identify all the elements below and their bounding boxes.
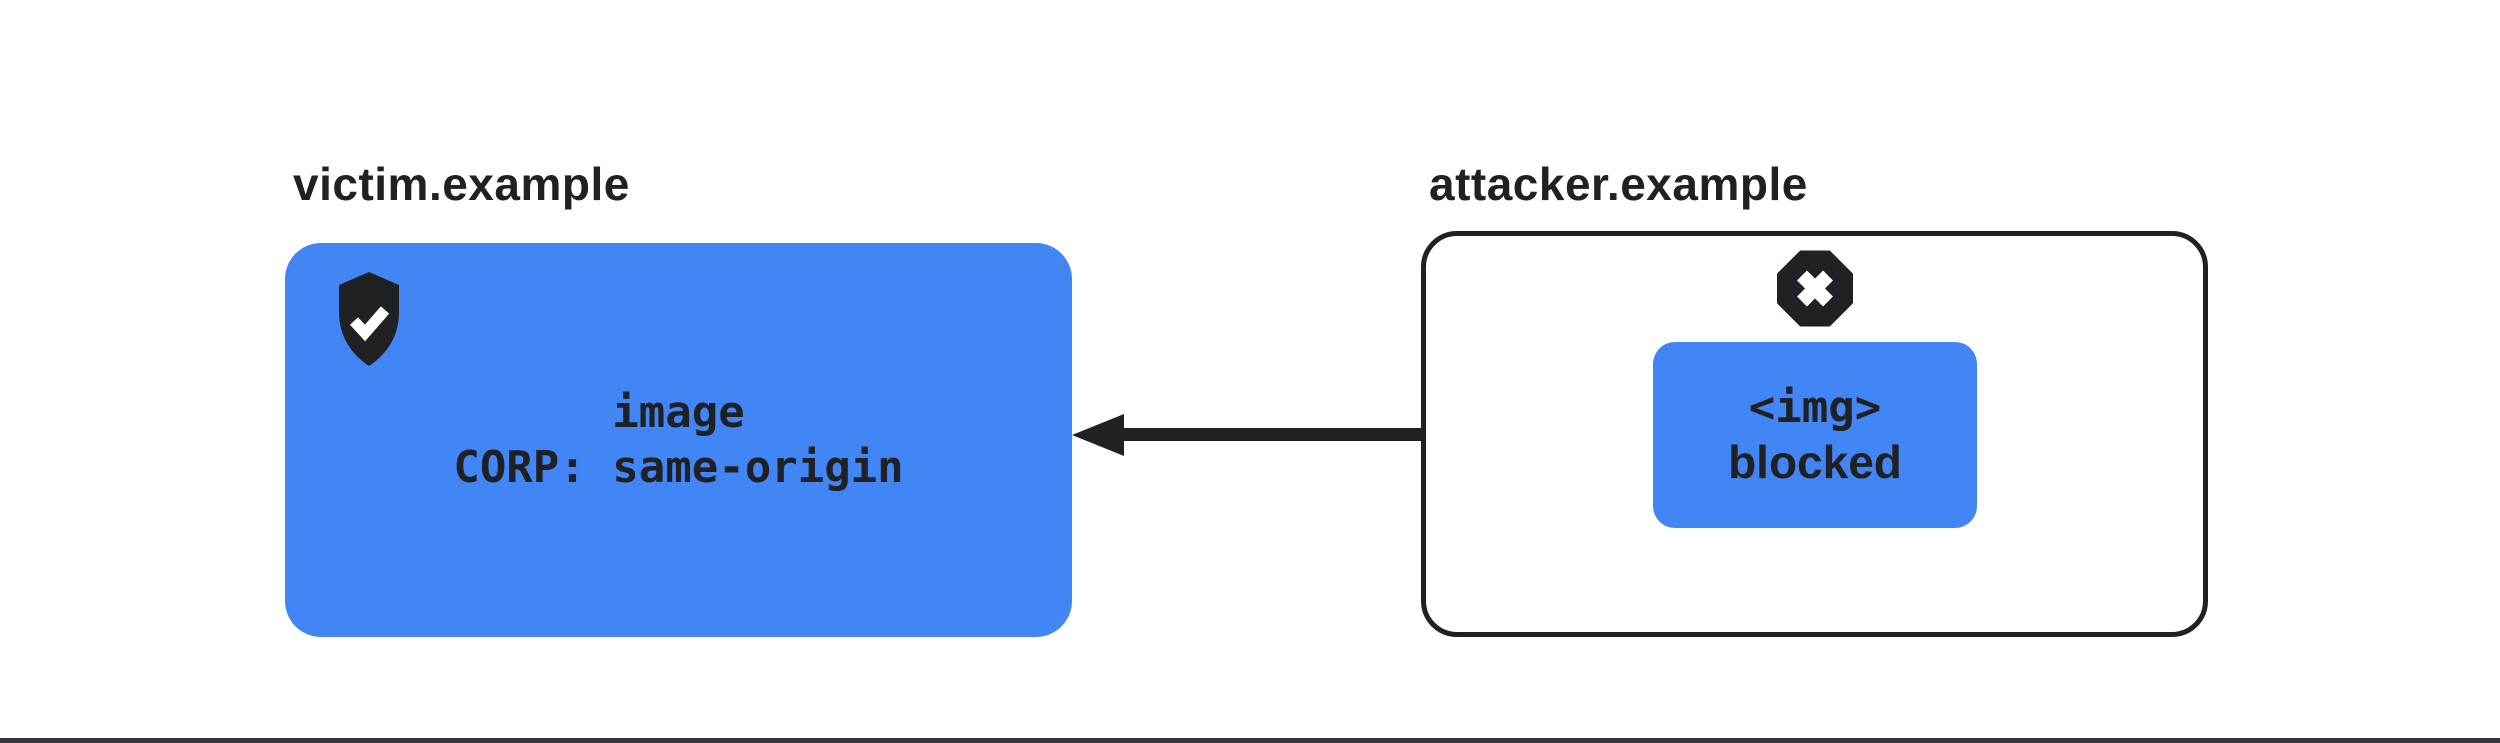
blocked-x-icon <box>1777 250 1853 327</box>
victim-domain-label: victim.example <box>293 158 630 210</box>
bottom-rule <box>0 738 2500 743</box>
blocked-request-card: <img> blocked <box>1653 342 1977 528</box>
attacker-page-card: <img> blocked <box>1421 231 2208 637</box>
resource-type-label: image <box>612 387 745 438</box>
request-arrow-head <box>1072 414 1124 456</box>
corp-header-label: CORP: same-origin <box>453 442 904 493</box>
img-tag-label: <img> <box>1748 382 1882 433</box>
attacker-domain-label: attacker.example <box>1429 158 1808 210</box>
victim-card-text: image CORP: same-origin <box>285 385 1072 495</box>
victim-resource-card: image CORP: same-origin <box>285 243 1072 637</box>
blocked-label: blocked <box>1728 436 1902 488</box>
shield-check-icon <box>339 272 399 366</box>
